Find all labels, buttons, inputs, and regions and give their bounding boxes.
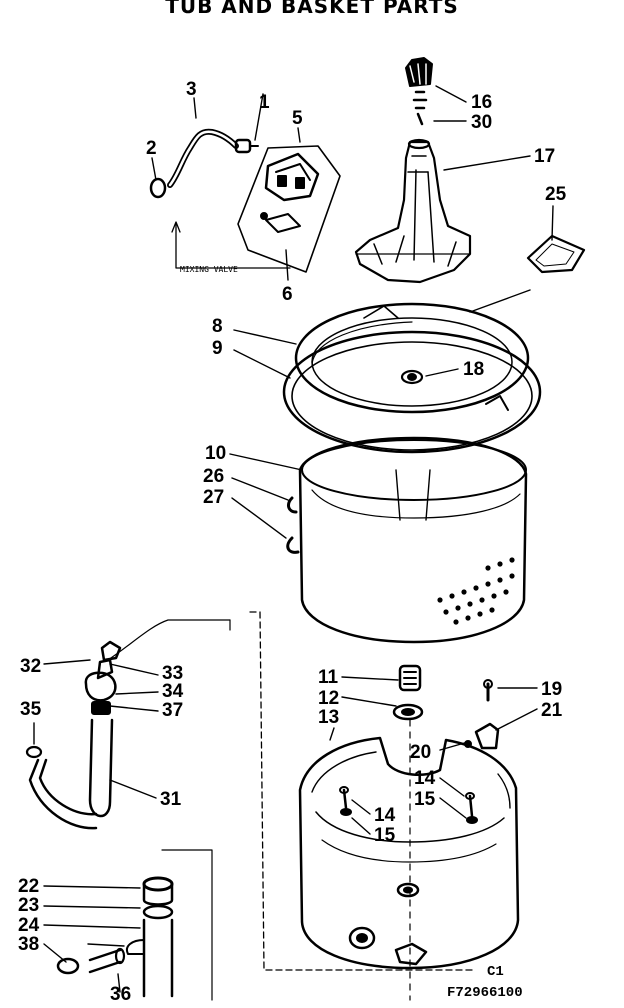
callout-16: 16 bbox=[471, 92, 492, 113]
callout-18: 18 bbox=[463, 359, 484, 380]
callout-26: 26 bbox=[203, 466, 224, 487]
callout-31: 31 bbox=[160, 789, 182, 810]
callout-19: 19 bbox=[541, 679, 562, 700]
callout-9: 9 bbox=[212, 338, 223, 359]
callout-30: 30 bbox=[471, 112, 492, 133]
agitator-assembly bbox=[354, 57, 472, 284]
mixing-valve-assembly bbox=[149, 128, 341, 273]
mixing-valve-label: MIXING VALVE bbox=[180, 265, 238, 274]
callout-27: 27 bbox=[203, 487, 224, 508]
callout-11: 11 bbox=[318, 667, 339, 688]
callout-20: 20 bbox=[410, 742, 431, 763]
outer-tub-assembly bbox=[298, 664, 520, 1001]
callout-13: 13 bbox=[318, 707, 339, 728]
basket-cover-assembly bbox=[282, 302, 542, 454]
callout-23: 23 bbox=[18, 895, 39, 916]
seal-gasket-leader bbox=[469, 289, 531, 313]
wash-basket bbox=[286, 436, 528, 644]
callout-33: 33 bbox=[162, 663, 183, 684]
callout-8: 8 bbox=[212, 316, 223, 337]
callout-10: 10 bbox=[205, 443, 226, 464]
basket-perforations bbox=[437, 557, 515, 625]
callout-22: 22 bbox=[18, 876, 39, 897]
callout-15-right: 15 bbox=[414, 789, 436, 810]
callout-36: 36 bbox=[110, 984, 131, 1005]
callout-2: 2 bbox=[146, 138, 157, 159]
callout-3: 3 bbox=[186, 79, 197, 100]
callout-14-right: 14 bbox=[414, 768, 436, 789]
diagram-title: TUB AND BASKET PARTS bbox=[165, 0, 459, 18]
callout-1: 1 bbox=[259, 92, 270, 113]
footer-c1: C1 bbox=[487, 964, 504, 980]
callout-37: 37 bbox=[162, 700, 183, 721]
callout-35: 35 bbox=[20, 699, 42, 720]
seal-gasket bbox=[526, 234, 586, 274]
footer-part-code: F72966100 bbox=[447, 985, 523, 1001]
callout-17: 17 bbox=[534, 146, 555, 167]
dashed-guide-line bbox=[249, 611, 475, 971]
callout-5: 5 bbox=[292, 108, 303, 129]
callout-21: 21 bbox=[541, 700, 563, 721]
callout-38: 38 bbox=[18, 934, 39, 955]
callout-25: 25 bbox=[545, 184, 567, 205]
drain-hose-assembly bbox=[25, 619, 231, 830]
callout-14-left: 14 bbox=[374, 805, 396, 826]
seal-gasket-inner bbox=[535, 243, 575, 267]
callout-12: 12 bbox=[318, 688, 339, 709]
callout-24: 24 bbox=[18, 915, 40, 936]
leader-lines bbox=[33, 85, 554, 993]
callout-34: 34 bbox=[162, 681, 184, 702]
callout-6: 6 bbox=[282, 284, 293, 305]
pump-assembly bbox=[56, 849, 213, 1001]
callout-32: 32 bbox=[20, 656, 41, 677]
callout-15-left: 15 bbox=[374, 825, 396, 846]
